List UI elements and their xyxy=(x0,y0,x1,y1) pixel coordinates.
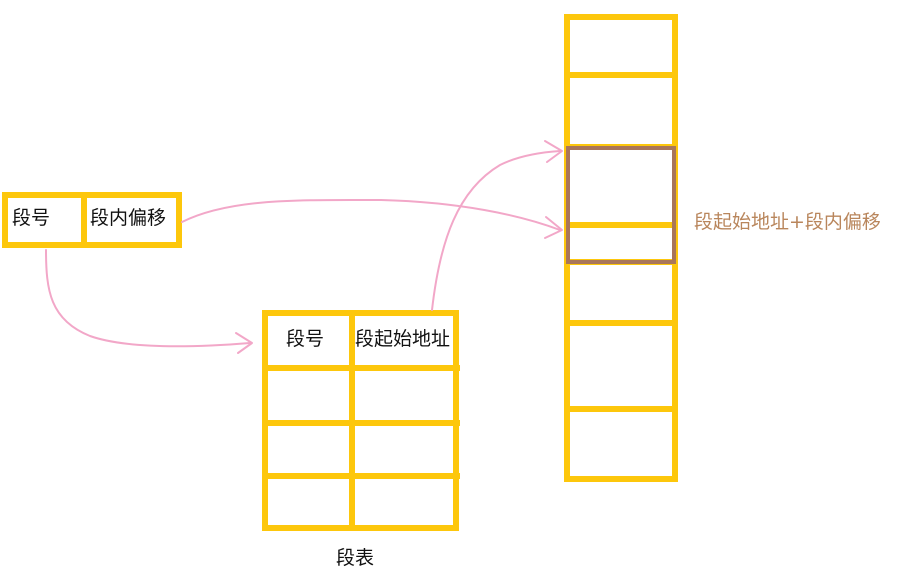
address-offset-label: 段内偏移 xyxy=(90,207,167,229)
address-outline xyxy=(2,192,182,248)
arrow-offset-to-memory xyxy=(181,198,561,231)
memory-result-label: 段起始地址+段内偏移 xyxy=(694,211,881,233)
memory-column xyxy=(564,14,678,482)
segment-table-caption: 段表 xyxy=(336,547,375,569)
arrow-segno-to-table xyxy=(45,249,251,348)
arrowhead xyxy=(544,140,563,163)
address-segment-number-label: 段号 xyxy=(12,207,51,229)
arrow-base-to-memory xyxy=(431,150,561,311)
arrowhead xyxy=(544,216,563,239)
segment-table-header-segment-number: 段号 xyxy=(286,328,325,350)
arrows xyxy=(45,140,563,354)
arrowhead xyxy=(235,332,253,354)
logical-address-box xyxy=(2,192,182,248)
segment-table-header-base-address: 段起始地址 xyxy=(355,328,451,350)
highlighted-segment xyxy=(566,146,676,264)
segment-table xyxy=(262,310,460,531)
